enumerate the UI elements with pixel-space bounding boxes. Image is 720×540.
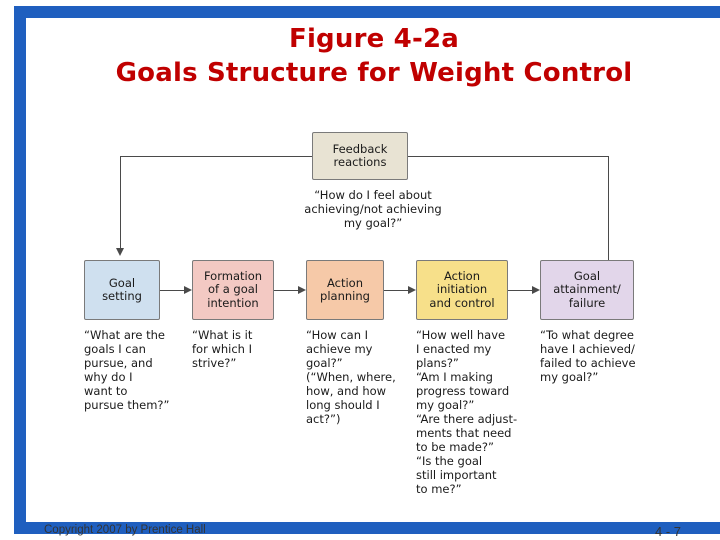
- frame-left-bar: [14, 6, 26, 534]
- caption-action-initiation: “How well have I enacted my plans?” “Am …: [416, 328, 518, 496]
- title-line-2: Goals Structure for Weight Control: [115, 58, 633, 88]
- node-goal-attainment-failure-label: Goal attainment/ failure: [553, 268, 621, 310]
- node-goal-setting: Goal setting: [84, 260, 160, 320]
- title-line-1: Figure 4-2a: [288, 24, 460, 54]
- connector-4-line: [508, 290, 532, 291]
- connector-1-line: [160, 290, 184, 291]
- page-title: Figure 4-2a Goals Structure for Weight C…: [30, 22, 718, 90]
- connector-3-arrow: [408, 285, 416, 294]
- feedback-line-left-down: [120, 156, 121, 250]
- node-goal-setting-label: Goal setting: [102, 275, 142, 303]
- connector-4-arrow: [532, 285, 540, 294]
- connector-1-arrow: [184, 285, 192, 294]
- node-goal-attainment-failure: Goal attainment/ failure: [540, 260, 634, 320]
- feedback-line-right-down: [608, 156, 609, 266]
- node-formation-of-a-goal-intention-label: Formation of a goal intention: [203, 268, 263, 310]
- connector-2-arrow: [298, 285, 306, 294]
- frame-top-bar: [14, 6, 720, 18]
- frame-bottom-bar: [14, 522, 720, 534]
- caption-action-planning: “How can I achieve my goal?” (“When, whe…: [306, 328, 396, 426]
- slide-number: 4 - 7: [655, 524, 682, 539]
- node-feedback-reactions: Feedback reactions: [312, 132, 408, 180]
- caption-goal-attainment: “To what degree have I achieved/ failed …: [540, 328, 636, 384]
- node-action-planning: Action planning: [306, 260, 384, 320]
- connector-2-line: [274, 290, 298, 291]
- node-action-initiation-and-control: Action initiation and control: [416, 260, 508, 320]
- caption-goal-setting: “What are the goals I can pursue, and wh…: [84, 328, 170, 412]
- feedback-arrow-into-goal-setting: [115, 248, 124, 256]
- copyright-notice: Copyright 2007 by Prentice Hall: [44, 524, 206, 536]
- node-action-initiation-and-control-label: Action initiation and control: [429, 268, 495, 310]
- caption-feedback: “How do I feel about achieving/not achie…: [304, 188, 442, 230]
- caption-goal-intention: “What is it for which I strive?”: [192, 328, 253, 370]
- goals-structure-diagram: Feedback reactions “How do I feel about …: [30, 120, 718, 510]
- node-formation-of-a-goal-intention: Formation of a goal intention: [192, 260, 274, 320]
- node-feedback-reactions-label: Feedback reactions: [332, 141, 388, 169]
- connector-3-line: [384, 290, 408, 291]
- node-action-planning-label: Action planning: [320, 275, 370, 303]
- feedback-line-left-top: [120, 156, 312, 157]
- feedback-line-right-top: [408, 156, 608, 157]
